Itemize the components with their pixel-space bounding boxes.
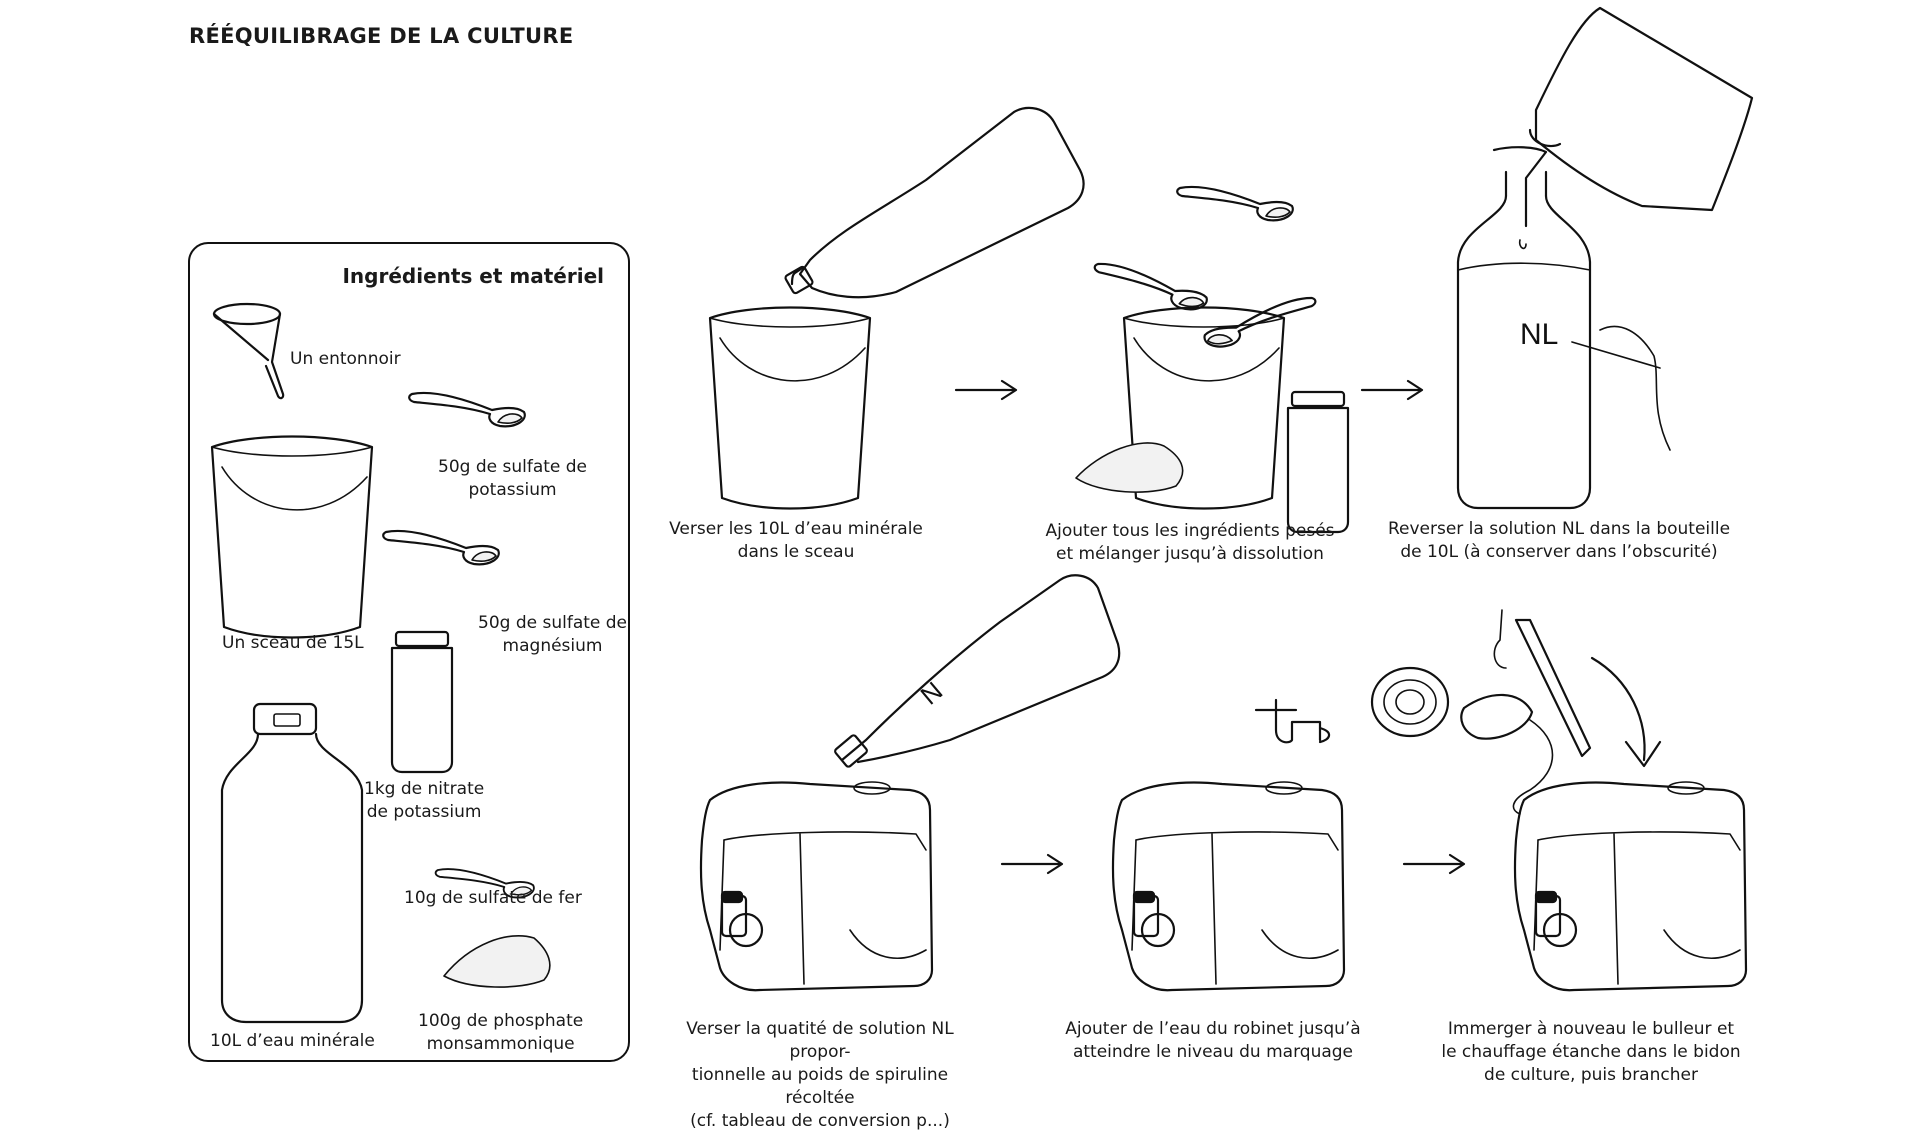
- step-4-illustration: N: [699, 574, 1121, 992]
- label-bucket: Un sceau de 15L: [222, 633, 364, 653]
- label-funnel: Un entonnoir: [290, 349, 401, 369]
- panel-title: Ingrédients et matériel: [342, 264, 604, 288]
- step-2-illustration: [1075, 185, 1350, 534]
- page-title: RÉÉQUILIBRAGE DE LA CULTURE: [189, 24, 574, 48]
- step-2-caption: Ajouter tous les ingrédients pesés et mé…: [1045, 521, 1335, 564]
- step-6-caption: Immerger à nouveau le bulleur et le chau…: [1441, 1019, 1741, 1085]
- step-1-illustration: [708, 106, 1085, 510]
- powder-icon: [443, 934, 551, 988]
- funnel-icon: [212, 302, 285, 400]
- air-pump-icon: [1370, 666, 1554, 815]
- step-3-illustration: NL: [1456, 6, 1754, 510]
- step-4-caption: Verser la quatité de solution NL propor-…: [686, 1019, 954, 1131]
- step-6-illustration: [1370, 609, 1748, 992]
- arrow-icon: [1402, 853, 1466, 875]
- label-mineral-water: 10L d’eau minérale: [210, 1031, 375, 1051]
- tap-icon: [1254, 698, 1331, 744]
- arrow-icon: [1590, 656, 1662, 768]
- step-5-caption: Ajouter de l’eau du robinet jusqu’à atte…: [1065, 1019, 1361, 1062]
- nl-label: NL: [1520, 318, 1558, 351]
- arrow-icon: [1000, 853, 1064, 875]
- step-3-caption: Reverser la solution NL dans la bouteill…: [1387, 519, 1731, 562]
- arrow-icon: [1360, 379, 1424, 401]
- label-iron-sulfate: 10g de sulfate de fer: [404, 888, 582, 908]
- step-1-caption: Verser les 10L d’eau minérale dans le sc…: [669, 519, 923, 562]
- label-potassium-nitrate: 1kg de nitrate de potassium: [364, 779, 485, 822]
- ingredients-panel: Ingrédients et matériel: [188, 242, 630, 1062]
- heater-icon: [1493, 609, 1592, 758]
- arrow-icon: [954, 379, 1018, 401]
- label-magnesium-sulfate: 50g de sulfate de magnésium: [478, 613, 628, 656]
- bottle-icon: [220, 702, 364, 1024]
- illustration-canvas: NL N: [210, 6, 1754, 1024]
- label-ammonium-phosphate: 100g de phosphate monsammonique: [418, 1011, 584, 1054]
- label-potassium-sulfate: 50g de sulfate de potassium: [438, 457, 588, 500]
- step-5-illustration: [1111, 698, 1346, 992]
- svg-text:N: N: [915, 676, 949, 711]
